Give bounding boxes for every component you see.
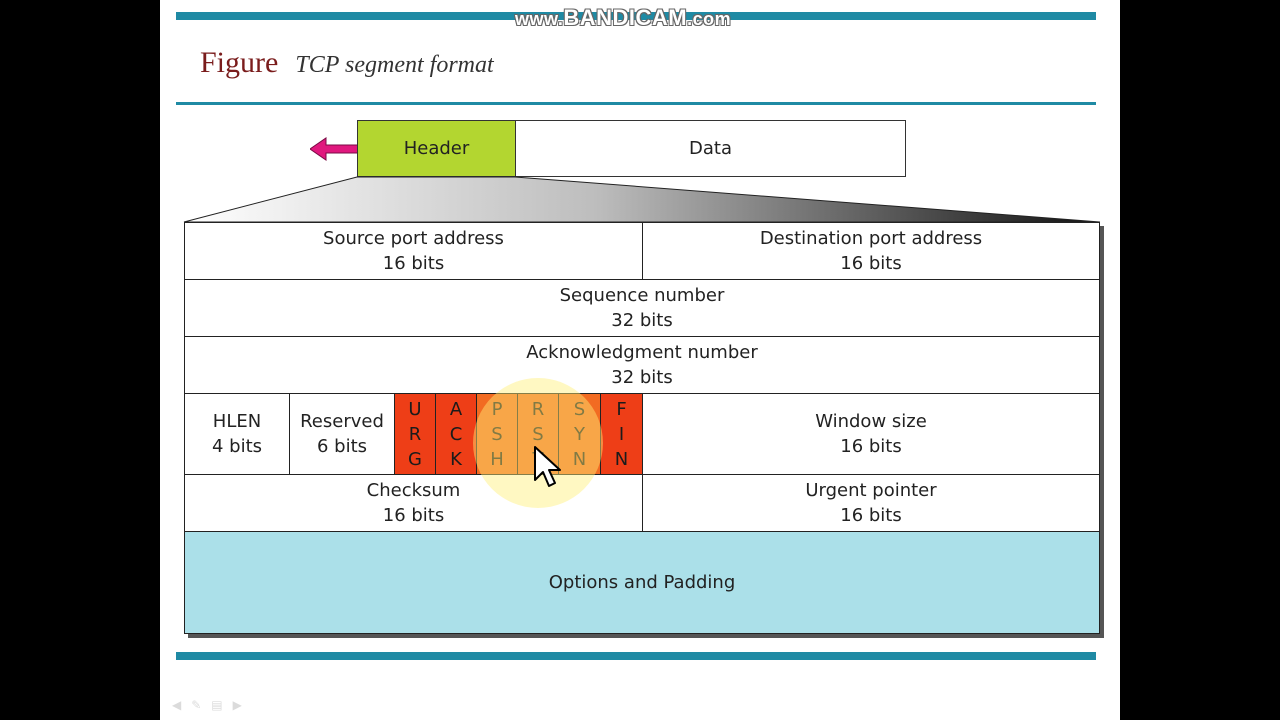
header-expansion-graphic xyxy=(183,176,1101,223)
title-rule xyxy=(176,102,1096,105)
menu-icon[interactable]: ▤ xyxy=(211,698,223,712)
slide: www.BANDICAM.com Figure TCP segment form… xyxy=(160,0,1120,720)
recorder-watermark: www.BANDICAM.com xyxy=(515,5,732,30)
options-and-padding-cell: Options and Padding xyxy=(185,532,1099,633)
top-rule xyxy=(176,12,1096,20)
arrow-left-icon xyxy=(310,137,358,161)
prev-slide-icon[interactable]: ◀ xyxy=(172,698,182,712)
pen-icon[interactable]: ✎ xyxy=(191,698,202,712)
figure-word: Figure xyxy=(200,46,279,79)
packet-strip: Header Data xyxy=(357,120,906,177)
header-block: Header xyxy=(358,121,516,176)
slideshow-toolbar[interactable]: ◀ ✎ ▤ ▶ xyxy=(172,698,242,712)
data-block: Data xyxy=(516,121,905,176)
next-slide-icon[interactable]: ▶ xyxy=(232,698,242,712)
figure-caption: TCP segment format xyxy=(295,52,494,78)
bottom-rule xyxy=(176,652,1096,660)
figure-title: Figure TCP segment format xyxy=(200,46,494,80)
mouse-cursor-icon xyxy=(534,446,561,487)
